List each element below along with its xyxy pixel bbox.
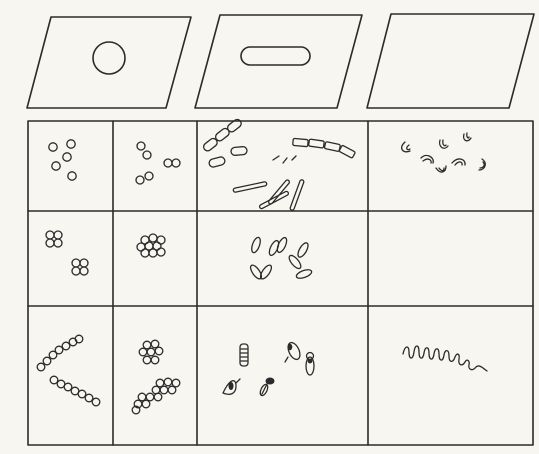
background <box>0 0 539 454</box>
bacteria-morphology-figure <box>0 0 539 454</box>
figure-canvas <box>0 0 539 454</box>
